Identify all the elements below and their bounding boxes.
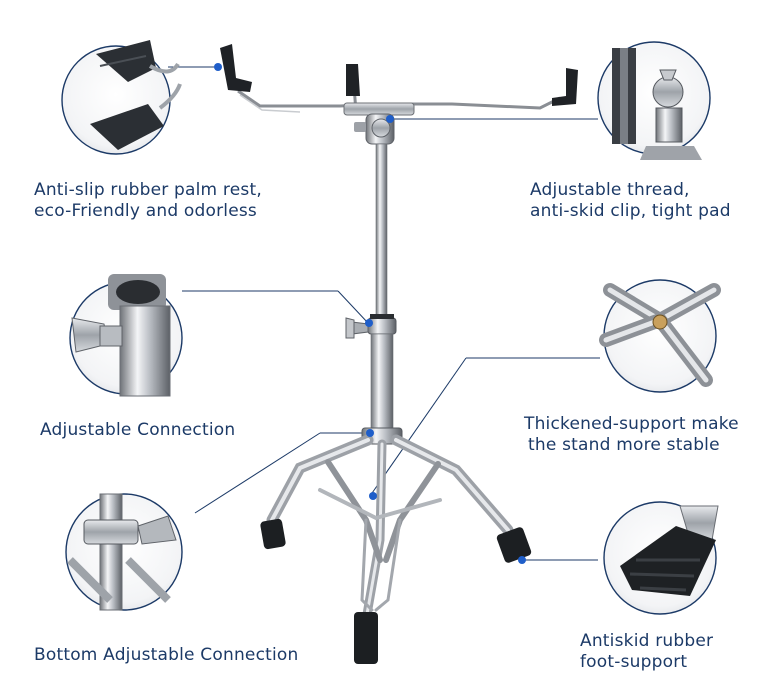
caption-line: eco-Friendly and odorless — [34, 201, 257, 221]
tripod-legs — [266, 434, 514, 625]
bottom-clamp-icon — [67, 493, 177, 611]
thread-clip-icon — [612, 48, 702, 160]
connection-clamp-icon — [71, 274, 171, 397]
caption-line: Adjustable thread, — [530, 180, 690, 200]
caption-palm-rest: Anti-slip rubber palm rest, eco-Friendly… — [34, 180, 262, 222]
caption-line: anti-skid clip, tight pad — [530, 201, 731, 221]
caption-line: foot-support — [580, 652, 688, 672]
connector-lines — [168, 66, 600, 561]
caption-line: the stand more stable — [528, 435, 720, 455]
caption-bottom-connection: Bottom Adjustable Connection — [34, 645, 299, 666]
marker-dots — [214, 63, 526, 564]
detail-bubble-adjustable-connection — [69, 274, 183, 397]
height-clamp — [345, 314, 397, 339]
rubber-feet — [260, 518, 532, 664]
detail-bubble-thread-clip — [597, 41, 711, 160]
detail-bubble-thickened-support — [599, 279, 721, 393]
caption-line: Antiskid rubber — [580, 631, 714, 651]
caption-thread-clip: Adjustable thread, anti-skid clip, tight… — [530, 180, 731, 222]
detail-bubble-bottom-connection — [65, 493, 183, 611]
basket-arms — [220, 44, 578, 116]
tripod-brace-icon — [599, 283, 721, 387]
detail-bubble-foot-support — [603, 501, 719, 615]
caption-foot-support: Antiskid rubber foot-support — [580, 631, 713, 673]
detail-bubble-palm-rest — [61, 40, 182, 155]
snare-stand — [214, 44, 578, 664]
caption-thickened-support: Thickened-support make the stand more st… — [524, 414, 739, 456]
caption-line: Anti-slip rubber palm rest, — [34, 180, 262, 200]
caption-line: Bottom Adjustable Connection — [34, 645, 299, 665]
tilter-joint — [354, 113, 395, 145]
caption-adjustable-connection: Adjustable Connection — [40, 420, 235, 441]
caption-line: Adjustable Connection — [40, 420, 236, 440]
rubber-foot-icon — [620, 505, 719, 596]
caption-line: Thickened-support make — [524, 414, 739, 434]
rubber-palm-rest-icon — [90, 40, 182, 150]
